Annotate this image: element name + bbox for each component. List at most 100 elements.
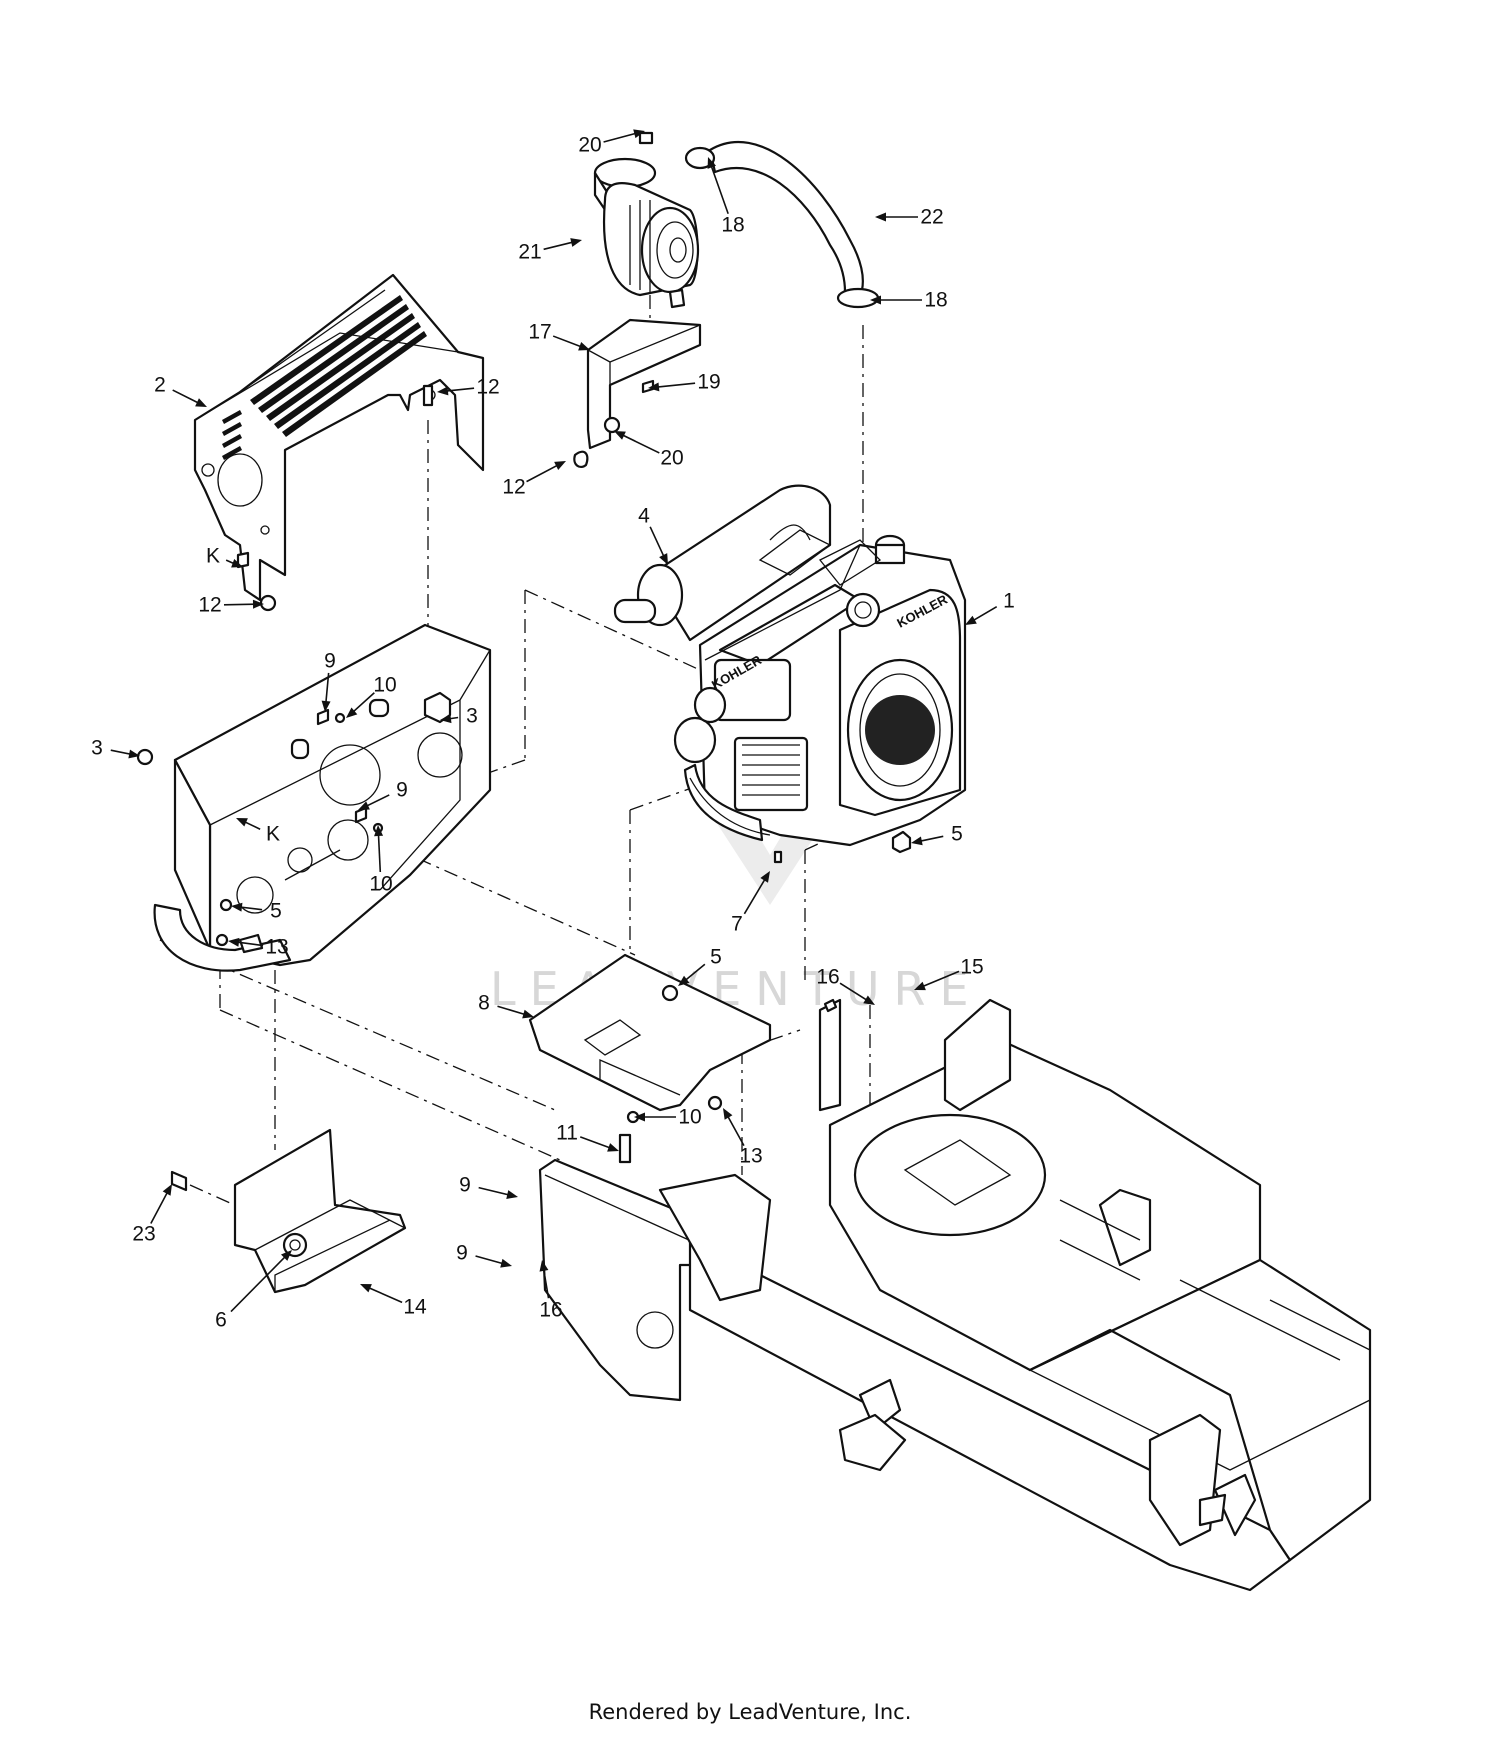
callout-arrowhead-c2 <box>195 398 207 407</box>
callout-label-c1: 1 <box>1003 590 1015 613</box>
callout-arrowhead-c3b <box>128 749 140 759</box>
callout-arrowhead-c20a <box>633 129 645 139</box>
callout-leader-c6 <box>230 1255 287 1313</box>
callout-leader-c5b <box>918 835 944 843</box>
callout-arrowhead-c12c <box>252 599 264 609</box>
callout-arrowhead-c23 <box>162 1184 172 1196</box>
callout-arrowhead-c16b <box>539 1260 549 1272</box>
callout-leader-c15 <box>921 970 960 988</box>
callout-leader-c19 <box>655 382 696 389</box>
callout-arrowhead-c14 <box>360 1284 372 1293</box>
callout-label-c9b: 9 <box>396 779 408 802</box>
callout-label-cK2: K <box>266 823 280 846</box>
callout-label-c12c: 12 <box>198 594 221 617</box>
callout-label-c17: 17 <box>528 321 551 344</box>
callout-arrowhead-c11 <box>607 1143 619 1152</box>
callout-arrowhead-c4 <box>659 553 668 565</box>
center-bracket <box>528 953 772 1164</box>
callout-label-c20a: 20 <box>578 134 601 157</box>
mower-frame <box>538 998 1372 1592</box>
callout-label-c18a: 18 <box>721 214 744 237</box>
callout-leader-c20b <box>620 433 660 454</box>
callout-label-c7: 7 <box>731 913 743 936</box>
callout-arrowhead-c10b <box>374 825 384 837</box>
callout-leader-c20a <box>603 132 638 143</box>
callout-leader-c10b <box>377 832 382 873</box>
callout-label-c18b: 18 <box>924 289 947 312</box>
callout-leader-c3b <box>110 749 133 756</box>
callout-label-c9a: 9 <box>324 650 336 673</box>
callout-arrowhead-cK2 <box>236 818 248 827</box>
callout-leader-c9c <box>478 1186 511 1197</box>
callout-label-c14: 14 <box>403 1296 427 1319</box>
callout-label-c19: 19 <box>697 371 720 394</box>
callout-label-cK1: K <box>206 545 220 568</box>
callout-label-c9c: 9 <box>459 1174 471 1197</box>
callout-label-c6: 6 <box>215 1309 227 1332</box>
callout-label-c13b: 13 <box>739 1145 762 1168</box>
callout-arrowhead-c5a <box>231 902 243 912</box>
callout-arrowhead-c9a <box>321 700 331 712</box>
callout-arrowhead-c13a <box>228 937 240 947</box>
callout-label-c3a: 3 <box>466 705 478 728</box>
callout-leader-c16b <box>542 1267 550 1299</box>
air-cleaner <box>593 131 700 309</box>
callout-leader-c1 <box>971 606 998 622</box>
callout-arrowhead-c21 <box>570 238 582 247</box>
callout-leader-c12c <box>223 603 257 606</box>
callout-arrowhead-c5c <box>678 975 690 986</box>
callout-label-c4: 4 <box>638 505 650 528</box>
callout-leader-c16a <box>839 982 869 1002</box>
callout-leader-c8 <box>497 1005 527 1016</box>
callout-leader-c12b <box>526 463 560 483</box>
callout-label-c9d: 9 <box>456 1242 468 1265</box>
callout-arrowhead-cK1 <box>231 558 243 568</box>
callout-arrowhead-c9d <box>500 1258 512 1268</box>
callout-label-c10b: 10 <box>369 873 392 896</box>
callout-label-c12b: 12 <box>502 476 525 499</box>
callout-leader-c7 <box>743 877 767 915</box>
callout-leader-c23 <box>150 1190 169 1224</box>
callout-leader-c17 <box>552 335 583 349</box>
callout-arrowhead-c7 <box>760 871 770 883</box>
callout-label-c13a: 13 <box>265 936 288 959</box>
callout-leader-c13b <box>726 1114 745 1147</box>
callout-label-c11: 11 <box>556 1122 578 1145</box>
callout-leader-c5a <box>238 906 263 911</box>
callout-arrowhead-c15 <box>914 981 926 991</box>
callout-arrowhead-c12b <box>554 461 566 470</box>
callout-leader-c2 <box>172 389 201 405</box>
callout-leader-c18a <box>710 164 729 215</box>
callout-arrowhead-c18b <box>870 295 881 305</box>
callout-leader-c11 <box>579 1136 612 1150</box>
callout-leader-c13a <box>235 941 264 947</box>
callout-leader-c9d <box>475 1255 505 1265</box>
callout-label-c22: 22 <box>920 206 943 229</box>
callout-leader-cK2 <box>242 820 261 830</box>
callout-label-c2: 2 <box>154 374 166 397</box>
callout-leader-c4 <box>649 526 666 559</box>
callout-arrowhead-c9c <box>506 1190 518 1199</box>
callout-leader-c14 <box>367 1286 403 1304</box>
callout-label-c21: 21 <box>518 241 541 264</box>
callout-label-c3b: 3 <box>91 737 103 760</box>
engine: KOHLER KOHLER <box>613 484 967 864</box>
callout-arrowhead-c8 <box>522 1009 534 1019</box>
callout-leader-c12a <box>444 387 475 393</box>
callout-arrowhead-c13b <box>723 1108 733 1120</box>
callout-label-c16a: 16 <box>816 966 839 989</box>
callout-arrowhead-c10c <box>634 1112 645 1122</box>
callout-label-c23: 23 <box>132 1223 155 1246</box>
grille-cover <box>193 273 485 612</box>
callout-arrowhead-c1 <box>965 615 977 625</box>
engine-mounting-plate <box>136 623 492 972</box>
rendered-by-footer: Rendered by LeadVenture, Inc. <box>588 1700 912 1724</box>
air-cleaner-bracket <box>573 318 702 469</box>
callout-arrowhead-c3a <box>440 714 452 724</box>
callout-label-c15: 15 <box>960 956 983 979</box>
callout-leader-c9a <box>324 672 330 705</box>
callout-arrowhead-c6 <box>281 1250 292 1261</box>
callout-arrowhead-c19 <box>648 382 660 392</box>
